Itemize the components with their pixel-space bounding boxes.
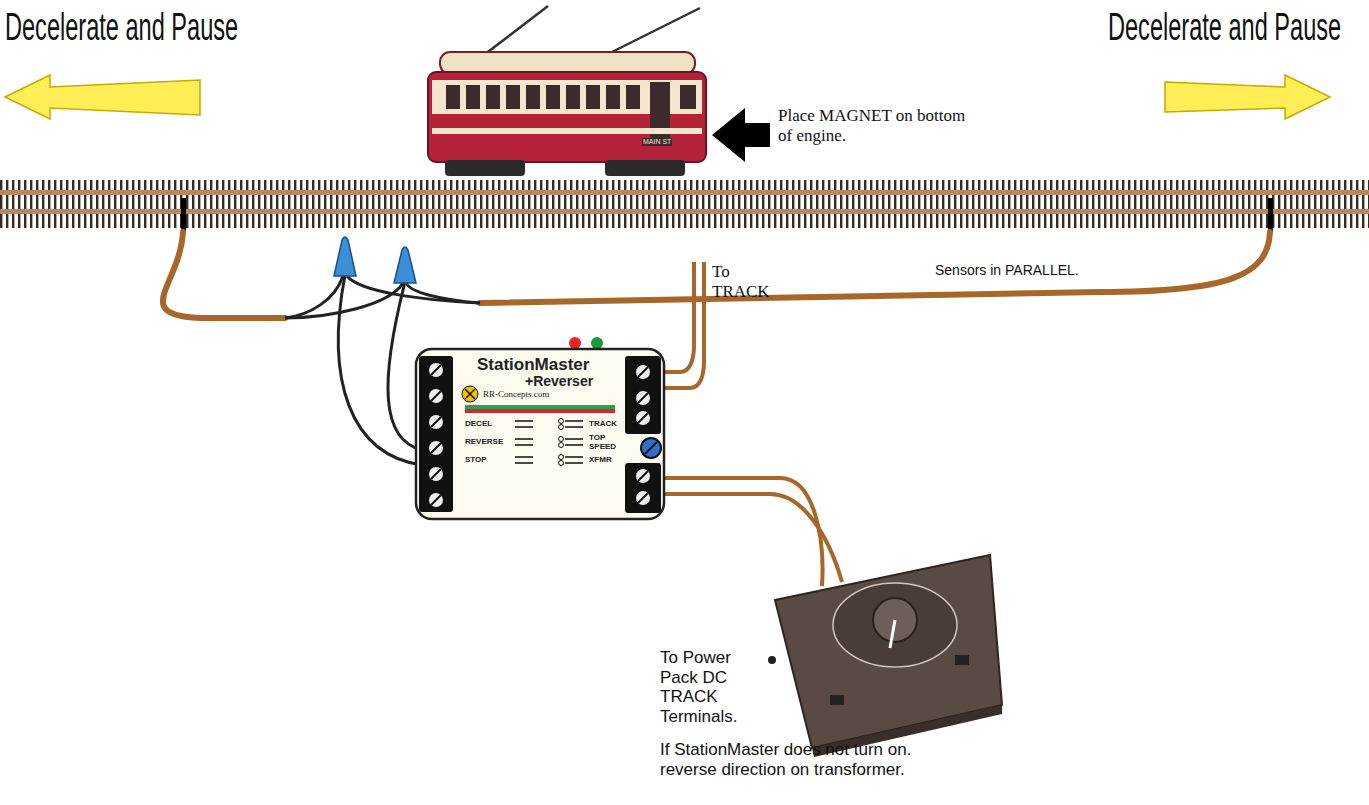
note: Place MAGNET on bottom of engine. <box>778 106 978 145</box>
trolley-picture <box>428 6 706 176</box>
note: To TRACK <box>712 262 782 301</box>
note: To Power Pack DC TRACK Terminals. <box>660 648 755 726</box>
direction-arrow <box>5 75 200 119</box>
note: If StationMaster does not turn on. rever… <box>660 740 970 779</box>
box-text: STOP <box>465 456 487 465</box>
box-text: TRACK <box>589 420 617 429</box>
power-wire <box>660 478 842 586</box>
box-text: REVERSE <box>465 438 503 447</box>
zone-label: Decelerate and Pause <box>5 6 238 50</box>
sensor <box>181 198 186 232</box>
box-text: +Reverser <box>525 374 593 389</box>
box-text: StationMaster <box>477 356 589 375</box>
box-text: RR-Concepts.com <box>483 390 549 400</box>
zone-label: Decelerate and Pause <box>1108 6 1341 50</box>
controller-box: StationMaster+ReverserRR-Concepts.comDEC… <box>415 348 665 520</box>
power-pack <box>768 555 1002 757</box>
wire-nut <box>334 237 356 276</box>
sensor-wire <box>163 232 1270 318</box>
track-wire <box>660 262 704 388</box>
box-text: XFMR <box>589 456 612 465</box>
trolley-sign: MAIN ST <box>642 138 672 146</box>
direction-arrow <box>1165 75 1330 119</box>
sensor <box>1268 198 1273 232</box>
pointer-arrow <box>712 108 770 162</box>
note: Sensors in PARALLEL. <box>935 262 1079 278</box>
box-text: DECEL <box>465 420 492 429</box>
wire-nut <box>394 247 416 283</box>
track <box>0 180 1369 228</box>
box-text: TOP SPEED <box>589 434 619 452</box>
